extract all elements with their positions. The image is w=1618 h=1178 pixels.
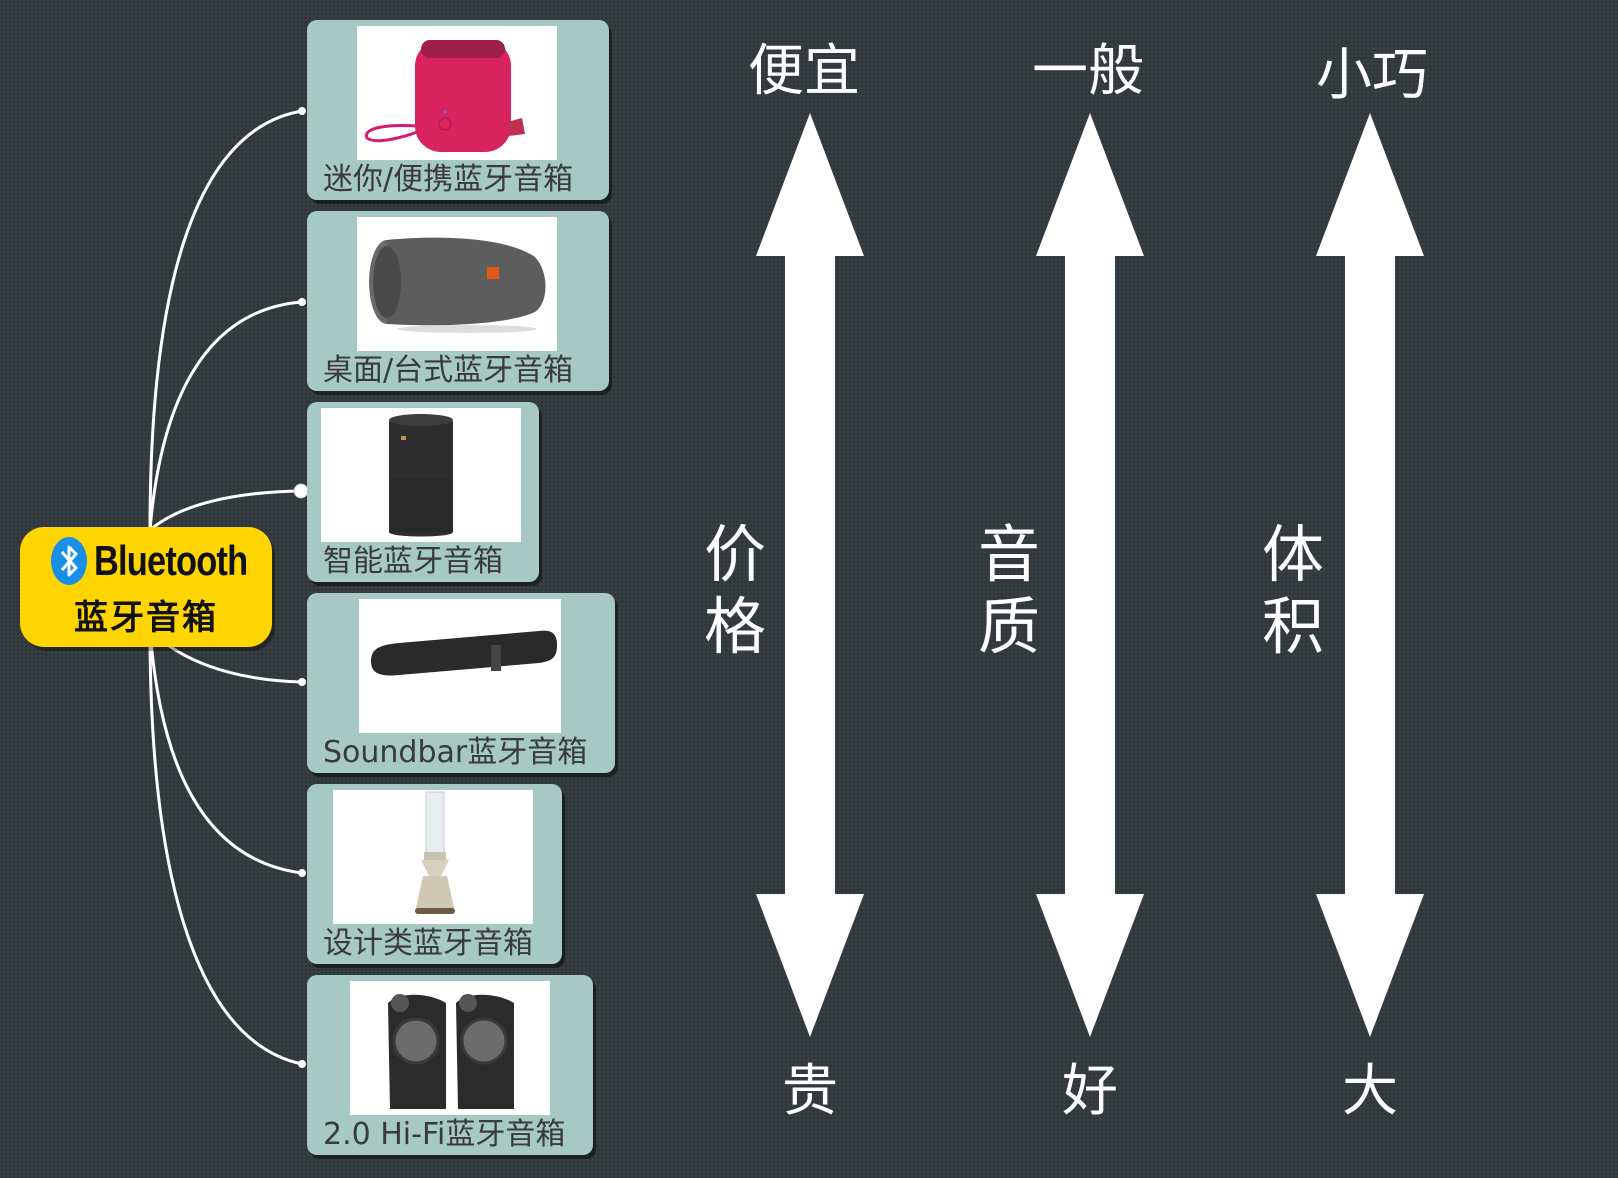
root-title-row: Bluetooth (50, 536, 248, 586)
sound-bottom-label: 好 (1062, 1059, 1118, 1124)
black-smart-speaker-image (321, 408, 521, 542)
sound-axis-name-top: 音 (977, 518, 1040, 591)
size-double-arrow-icon (1316, 113, 1424, 1037)
category-label: 桌面/台式蓝牙音箱 (323, 353, 574, 388)
category-card-soundbar[interactable]: Soundbar蓝牙音箱 (307, 593, 615, 773)
price-axis-name-bottom: 格 (703, 590, 766, 663)
pink-cube-speaker-image (357, 26, 557, 160)
category-label: 智能蓝牙音箱 (323, 544, 503, 579)
sound-axis-name-bottom: 质 (977, 590, 1040, 663)
size-top-label: 小巧 (1316, 43, 1428, 108)
size-axis-name-bottom: 积 (1261, 590, 1324, 663)
price-top-label: 便宜 (748, 39, 860, 104)
size-bottom-label: 大 (1342, 1059, 1398, 1124)
root-subtitle: 蓝牙音箱 (74, 597, 218, 638)
sound-top-label: 一般 (1032, 39, 1144, 104)
root-node-bluetooth-speakers[interactable]: Bluetooth 蓝牙音箱 (20, 527, 272, 647)
category-label: Soundbar蓝牙音箱 (323, 735, 588, 770)
gray-cylinder-speaker-image (357, 217, 557, 351)
category-card-design[interactable]: 设计类蓝牙音箱 (307, 784, 562, 964)
price-bottom-label: 贵 (782, 1059, 838, 1124)
category-label: 迷你/便携蓝牙音箱 (323, 162, 574, 197)
category-card-desktop[interactable]: 桌面/台式蓝牙音箱 (307, 211, 609, 391)
sound-double-arrow-icon (1036, 113, 1144, 1037)
black-soundbar-image (359, 599, 561, 733)
category-card-hifi[interactable]: 2.0 Hi-Fi蓝牙音箱 (307, 975, 593, 1155)
price-axis-name-top: 价 (703, 518, 766, 591)
size-axis-name-top: 体 (1261, 518, 1324, 591)
price-double-arrow-icon (756, 113, 864, 1037)
category-card-mini-portable[interactable]: 迷你/便携蓝牙音箱 (307, 20, 609, 200)
root-title: Bluetooth (93, 536, 248, 584)
glass-tube-speaker-image (333, 790, 533, 924)
category-card-smart[interactable]: 智能蓝牙音箱 (307, 402, 539, 582)
category-label: 设计类蓝牙音箱 (323, 926, 533, 961)
pair-hifi-speakers-image (350, 981, 550, 1115)
category-label: 2.0 Hi-Fi蓝牙音箱 (323, 1117, 566, 1152)
bluetooth-icon (50, 536, 87, 585)
